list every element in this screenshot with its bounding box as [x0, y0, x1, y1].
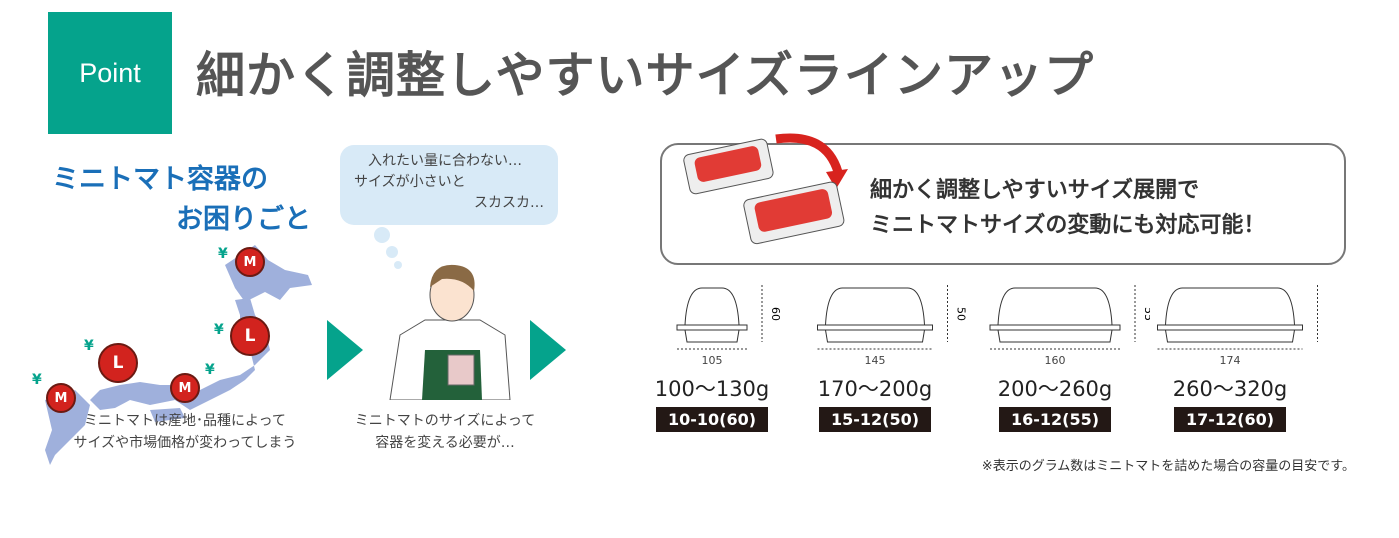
map-caption: ミニトマトは産地･品種によって サイズや市場価格が変わってしまう	[60, 410, 310, 454]
thought-bubble: 入れたい量に合わない… サイズが小さいと スカスカ…	[340, 145, 558, 225]
clerk-caption-line2: 容器を変える必要が…	[375, 435, 515, 451]
yen-icon: ¥	[214, 322, 224, 338]
width-label: 105	[701, 354, 723, 367]
map-caption-line2: サイズや市場価格が変わってしまう	[73, 435, 297, 451]
capacity-label: 100〜130g	[654, 377, 770, 401]
model-badge: 17-12(60)	[1173, 407, 1287, 432]
bubble-line3: スカスカ…	[474, 195, 544, 211]
container-diagram: 50	[817, 285, 968, 350]
product-item: 55 160 200〜260g 16-12(55)	[960, 280, 1155, 432]
footnote: ※表示のグラム数はミニトマトを詰めた場合の容量の目安です。	[981, 459, 1355, 474]
height-label: 60	[1325, 307, 1326, 321]
feature-line2: ミニトマトサイズの変動にも対応可能！	[870, 213, 1266, 238]
point-badge: Point	[48, 12, 172, 134]
width-label: 160	[1044, 354, 1066, 367]
model-badge: 10-10(60)	[655, 407, 769, 432]
trouble-heading-line2: お困りごと	[176, 204, 311, 235]
arrow-right-icon	[530, 320, 566, 380]
bubble-line1: 入れたい量に合わない…	[368, 153, 522, 169]
arrow-right-icon	[327, 320, 363, 380]
tomato-marker: L	[230, 316, 270, 356]
worried-clerk-illustration	[374, 227, 511, 400]
capacity-label: 200〜260g	[997, 377, 1113, 401]
model-badge: 16-12(55)	[998, 407, 1112, 432]
width-label: 174	[1219, 354, 1241, 367]
trouble-heading-line1: ミニトマト容器の	[52, 164, 268, 195]
capacity-label: 170〜200g	[817, 377, 933, 401]
yen-icon: ¥	[218, 246, 228, 262]
product-item: 60 105 100〜130g 10-10(60)	[617, 280, 807, 432]
trouble-heading: ミニトマト容器の お困りごと	[52, 160, 311, 240]
feature-line1: 細かく調整しやすいサイズ展開で	[870, 178, 1200, 203]
map-caption-line1: ミニトマトは産地･品種によって	[84, 413, 286, 429]
height-label: 50	[955, 307, 968, 321]
capacity-label: 260〜320g	[1172, 377, 1288, 401]
yen-icon: ¥	[205, 362, 215, 378]
container-diagram: 55	[989, 285, 1155, 350]
container-diagram: 60	[676, 285, 782, 350]
tomato-marker: M	[46, 383, 76, 413]
yen-icon: ¥	[84, 338, 94, 354]
height-label: 60	[769, 307, 782, 321]
container-swap-illustration	[683, 133, 848, 245]
tomato-marker: M	[170, 373, 200, 403]
tomato-marker: L	[98, 343, 138, 383]
clerk-caption: ミニトマトのサイズによって 容器を変える必要が…	[335, 410, 555, 454]
bubble-line2: サイズが小さいと	[354, 174, 466, 190]
feature-text: 細かく調整しやすいサイズ展開で ミニトマトサイズの変動にも対応可能！	[870, 173, 1265, 243]
page-title: 細かく調整しやすいサイズラインアップ	[196, 47, 1095, 104]
product-item: 60 174 260〜320g 17-12(60)	[1135, 280, 1338, 432]
yen-icon: ¥	[32, 372, 42, 388]
product-item: 50 145 170〜200g 15-12(50)	[780, 280, 970, 432]
container-diagram: 60	[1157, 285, 1338, 350]
clerk-caption-line1: ミニトマトのサイズによって	[354, 413, 536, 429]
model-badge: 15-12(50)	[818, 407, 932, 432]
tomato-marker: M	[235, 247, 265, 277]
width-label: 145	[864, 354, 886, 367]
feature-box: 細かく調整しやすいサイズ展開で ミニトマトサイズの変動にも対応可能！	[660, 133, 1346, 265]
